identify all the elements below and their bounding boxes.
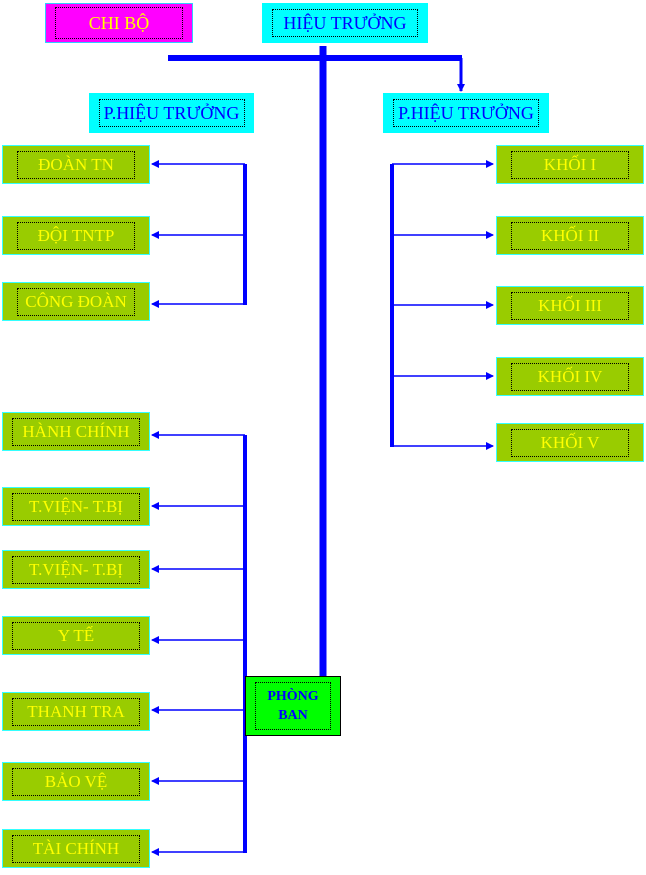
grade-box: KHỐI V — [496, 423, 644, 462]
grade-label: KHỐI V — [540, 432, 600, 452]
grade-label: KHỐI III — [538, 295, 602, 315]
departments-hub-box: PHÒNG BAN — [245, 676, 341, 736]
department-box: TÀI CHÍNH — [2, 829, 150, 868]
department-label: BẢO VỆ — [44, 771, 108, 791]
vice-principal-left-label: P.HIỆU TRƯỞNG — [103, 102, 240, 123]
department-box: T.VIỆN- T.BỊ — [2, 487, 150, 526]
grade-box: KHỐI IV — [496, 357, 644, 396]
principal-label: HIỆU TRƯỞNG — [283, 12, 407, 33]
vice-principal-left-box: P.HIỆU TRƯỞNG — [89, 93, 254, 133]
grade-label: KHỐI I — [543, 154, 597, 174]
department-label: T.VIỆN- T.BỊ — [29, 559, 123, 579]
departments-hub-line1: PHÒNG — [267, 689, 319, 704]
party-cell-label: CHI BỘ — [88, 12, 150, 33]
organization-box: ĐOÀN TN — [2, 145, 150, 184]
vice-principal-right-box: P.HIỆU TRƯỞNG — [383, 93, 549, 133]
department-label: TÀI CHÍNH — [32, 838, 120, 858]
grade-box: KHỐI I — [496, 145, 644, 184]
department-box: THANH TRA — [2, 692, 150, 731]
organization-label: CÔNG ĐOÀN — [25, 291, 127, 311]
department-label: HÀNH CHÍNH — [22, 421, 130, 441]
organization-box: CÔNG ĐOÀN — [2, 282, 150, 321]
vice-principal-right-label: P.HIỆU TRƯỞNG — [398, 102, 534, 123]
organization-label: ĐỘI TNTP — [37, 225, 115, 245]
department-label: Y TẾ — [57, 625, 95, 645]
department-box: HÀNH CHÍNH — [2, 412, 150, 451]
grade-label: KHỐI IV — [537, 366, 603, 386]
grade-label: KHỐI II — [540, 225, 600, 245]
grade-box: KHỐI III — [496, 286, 644, 325]
department-box: T.VIỆN- T.BỊ — [2, 550, 150, 589]
departments-hub-line2: BAN — [278, 708, 308, 723]
grade-box: KHỐI II — [496, 216, 644, 255]
department-label: T.VIỆN- T.BỊ — [29, 496, 123, 516]
department-box: BẢO VỆ — [2, 762, 150, 801]
organization-box: ĐỘI TNTP — [2, 216, 150, 255]
department-box: Y TẾ — [2, 616, 150, 655]
organization-label: ĐOÀN TN — [38, 154, 114, 174]
department-label: THANH TRA — [27, 701, 125, 721]
party-cell-box: CHI BỘ — [45, 3, 193, 43]
principal-box: HIỆU TRƯỞNG — [262, 3, 428, 43]
